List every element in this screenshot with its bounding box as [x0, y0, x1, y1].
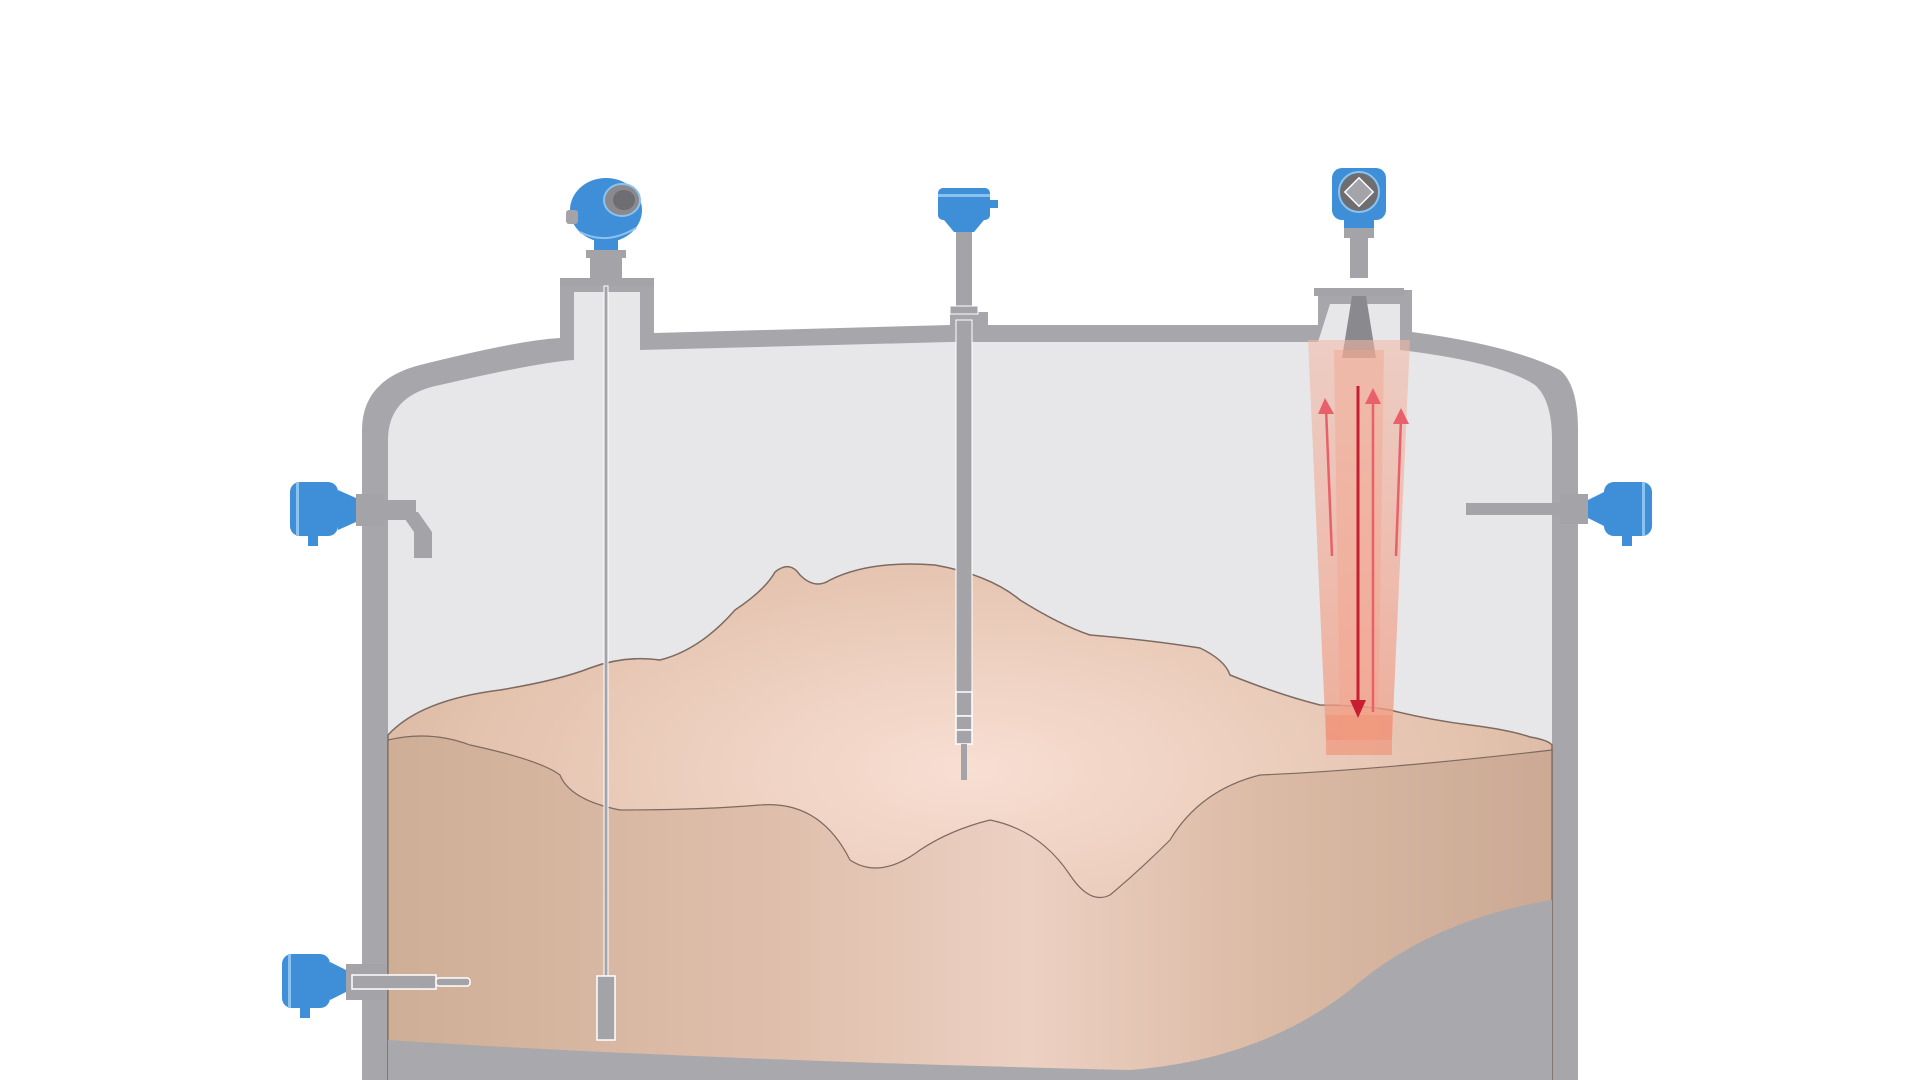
guided-wave-radar — [560, 178, 654, 1041]
switch-rod-tip — [435, 977, 471, 987]
reflection-zone — [1326, 715, 1392, 755]
switch-housing-icon — [282, 954, 346, 1018]
rod-flange — [949, 305, 979, 315]
nozzle-flange — [1314, 288, 1404, 296]
switch-housing-icon — [1588, 482, 1652, 546]
cable-probe — [603, 285, 609, 977]
level-switch-lower-left — [282, 954, 471, 1018]
switch-rod — [1466, 503, 1562, 515]
process-connection — [590, 258, 622, 278]
radar-neck — [1344, 228, 1374, 238]
switch-rod-sleeve — [351, 974, 437, 990]
rod-probe — [938, 188, 998, 780]
arrow-up-icon — [1318, 398, 1334, 414]
bulk-material — [387, 563, 1553, 1080]
rod-body — [955, 319, 973, 721]
rod-upper — [956, 232, 972, 312]
arrow-up-icon — [1393, 408, 1409, 424]
radar-stem — [1350, 238, 1368, 278]
probe-weight — [596, 975, 616, 1041]
transmitter-head-icon — [566, 178, 642, 250]
neck — [586, 250, 626, 258]
rod-sensor-segment — [955, 715, 973, 731]
reflected-signal-arrow — [1324, 407, 1334, 557]
switch-fitting — [1560, 494, 1588, 524]
level-switch-upper-right — [1466, 482, 1652, 546]
switch-housing-icon — [290, 482, 356, 546]
paddle — [400, 512, 432, 558]
material-front-face — [387, 735, 1553, 1080]
switch-fitting — [356, 494, 384, 526]
free-space-radar — [1308, 168, 1410, 755]
arrow-up-icon — [1365, 388, 1381, 404]
reflected-signal-arrow — [1394, 417, 1403, 557]
tank-floor — [388, 900, 1552, 1080]
rod-tip — [961, 744, 967, 780]
nozzle-flange — [560, 278, 654, 286]
level-switch-upper-left — [290, 482, 432, 558]
rod-sensor-segment — [955, 729, 973, 745]
arrow-down-icon — [1350, 700, 1366, 718]
rod-sensor-segment — [955, 691, 973, 717]
probe-housing-icon — [938, 188, 998, 232]
transmitter-head-icon — [1332, 168, 1386, 228]
